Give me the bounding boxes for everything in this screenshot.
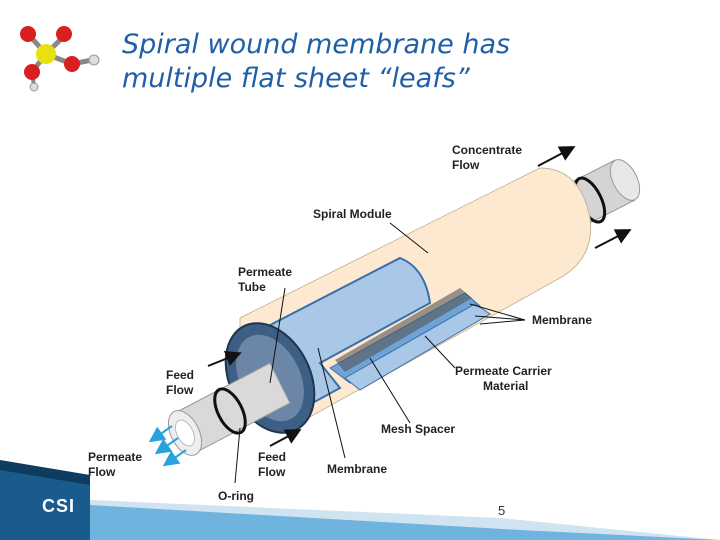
o-ring [213,387,247,435]
membrane-layers [329,288,491,391]
label-o-ring: O-ring [218,489,254,503]
label-membrane-right: Membrane [532,313,592,327]
label-concentrate-flow-2: Flow [452,158,480,172]
label-permeate-carrier-1: Permeate Carrier [455,364,552,378]
page-number: 5 [498,503,506,518]
label-feed-flow-left-2: Flow [166,383,194,397]
spiral-membrane-diagram: Concentrate Flow Spiral Module Permeate … [88,143,641,503]
slide-title: Spiral wound membrane has multiple flat … [122,28,682,96]
permeate-flow-arrows [148,425,187,467]
concentrate-flow-arrow-bottom [594,229,632,249]
concentrate-flow-arrow-top [537,146,576,167]
label-feed-flow-left-1: Feed [166,368,194,382]
label-concentrate-flow-1: Concentrate [452,143,522,157]
label-spiral-module: Spiral Module [313,207,392,221]
label-mesh-spacer: Mesh Spacer [381,422,455,436]
leader-lines [234,222,526,484]
feed-flow-arrow-left [207,351,242,367]
label-membrane-bottom: Membrane [327,462,387,476]
label-permeate-flow-1: Permeate [88,450,142,464]
label-permeate-tube-2: Tube [238,280,266,294]
permeate-tube [167,362,291,456]
title-line-1: Spiral wound membrane has [122,29,511,60]
title-line-2: multiple flat sheet “leafs” [122,63,470,94]
label-permeate-tube-1: Permeate [238,265,292,279]
label-feed-flow-bottom-1: Feed [258,450,286,464]
csi-logo: CSI [42,496,76,516]
label-feed-flow-bottom-2: Flow [258,465,286,479]
feed-flow-arrow-bottom [269,429,302,447]
molecule-icon [20,26,100,92]
label-permeate-carrier-2: Material [483,379,528,393]
footer-swoosh [0,460,720,540]
label-permeate-flow-2: Flow [88,465,116,479]
